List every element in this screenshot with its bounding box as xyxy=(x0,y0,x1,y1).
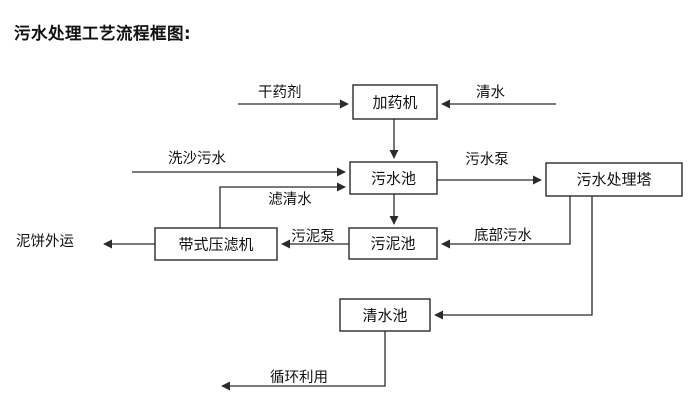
node-sludge-pool-label: 污泥池 xyxy=(370,235,415,253)
node-dosing-machine-box xyxy=(352,84,438,120)
node-belt-filter-press-box xyxy=(154,227,278,261)
terminal-mud-cake-output-label: 泥饼外运 xyxy=(16,233,74,250)
terminal-clean-water-input-label: 清水 xyxy=(476,84,505,101)
terminal-dry-reagent-label: 干药剂 xyxy=(258,84,302,101)
node-belt-filter-press-label: 带式压滤机 xyxy=(178,236,253,254)
node-treatment-tower[interactable]: 污水处理塔 xyxy=(545,162,683,197)
edge-treatment-tower-to-clear-water-pool xyxy=(434,196,593,320)
edge-label-sludge-pump: 污泥泵 xyxy=(291,228,335,245)
node-belt-filter-press[interactable]: 带式压滤机 xyxy=(154,227,278,261)
node-treatment-tower-box xyxy=(545,162,683,197)
terminal-sand-wash-water-label: 洗沙污水 xyxy=(168,150,226,167)
node-wastewater-pool-label: 污水池 xyxy=(371,170,416,188)
edge-filtered-clear-water-to-wastewater-pool xyxy=(219,182,346,228)
node-wastewater-pool[interactable]: 污水池 xyxy=(349,161,438,195)
node-clear-water-pool-label: 清水池 xyxy=(362,307,407,325)
edge-label-recycle-reuse: 循环利用 xyxy=(270,369,328,386)
node-treatment-tower-label: 污水处理塔 xyxy=(576,171,651,189)
edge-label-filtered-clear-water: 滤清水 xyxy=(268,191,312,208)
node-clear-water-pool[interactable]: 清水池 xyxy=(339,298,431,332)
node-dosing-machine[interactable]: 加药机 xyxy=(352,84,438,120)
node-wastewater-pool-box xyxy=(349,161,438,195)
page-title: 污水处理工艺流程框图: xyxy=(14,24,192,43)
edge-bottom-wastewater-to-sludge-pool xyxy=(441,196,571,249)
node-sludge-pool-box xyxy=(348,227,438,260)
node-clear-water-pool-box xyxy=(339,298,431,332)
node-sludge-pool[interactable]: 污泥池 xyxy=(348,227,438,260)
edge-label-bottom-wastewater: 底部污水 xyxy=(474,227,532,244)
edge-label-sewage-pump: 污水泵 xyxy=(465,151,509,168)
edge-clear-water-pool-to-recycle xyxy=(221,331,386,391)
node-dosing-machine-label: 加药机 xyxy=(372,94,417,112)
